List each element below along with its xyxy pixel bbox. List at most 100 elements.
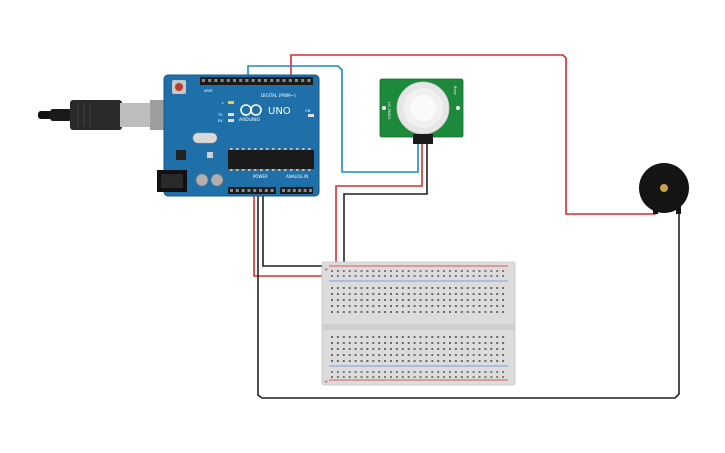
breadboard-hole <box>460 270 463 272</box>
breadboard-hole <box>502 311 505 313</box>
breadboard-hole <box>454 275 457 277</box>
breadboard-hole <box>437 299 440 301</box>
breadboard-hole <box>395 270 398 272</box>
breadboard-hole <box>496 342 499 344</box>
wire-red-5v[interactable] <box>253 190 331 277</box>
breadboard-hole <box>348 270 351 272</box>
crystal <box>192 132 218 144</box>
breadboard-hole <box>484 270 487 272</box>
breadboard-hole <box>366 354 369 356</box>
breadboard-hole <box>431 275 434 277</box>
breadboard-hole <box>425 275 428 277</box>
wire-black-pir-gnd[interactable] <box>343 144 428 270</box>
breadboard-hole <box>395 311 398 313</box>
breadboard-hole <box>390 376 392 378</box>
breadboard-hole <box>378 336 381 338</box>
breadboard-hole <box>466 311 469 313</box>
breadboard-hole <box>437 270 440 272</box>
breadboard-hole <box>431 299 434 301</box>
breadboard-hole <box>449 305 451 307</box>
wire-red-pir-vcc[interactable] <box>335 144 423 268</box>
breadboard-hole <box>449 354 451 356</box>
breadboard-hole <box>478 287 481 289</box>
header-pin <box>276 79 280 82</box>
breadboard-hole <box>354 360 357 362</box>
breadboard-hole <box>490 270 493 272</box>
breadboard-hole <box>366 270 369 272</box>
header-pin <box>309 189 312 192</box>
breadboard-hole <box>443 293 446 295</box>
buzzer[interactable] <box>639 163 689 214</box>
breadboard-hole <box>348 336 351 338</box>
breadboard-hole <box>384 293 387 295</box>
breadboard-hole <box>425 299 428 301</box>
pir-sensor[interactable]: HC-SR501 Body <box>379 78 464 144</box>
breadboard-hole <box>496 371 499 373</box>
breadboard-hole <box>342 287 345 289</box>
breadboard-hole <box>460 360 463 362</box>
breadboard-hole <box>466 348 469 350</box>
breadboard-hole <box>407 270 410 272</box>
breadboard-hole <box>496 287 499 289</box>
breadboard-hole <box>342 354 345 356</box>
breadboard-hole <box>460 287 463 289</box>
breadboard-hole <box>419 342 422 344</box>
breadboard-hole <box>342 371 345 373</box>
breadboard-hole <box>378 348 381 350</box>
header-pin <box>257 79 261 82</box>
breadboard-hole <box>443 354 446 356</box>
breadboard-hole <box>413 293 416 295</box>
breadboard-hole <box>342 311 345 313</box>
header-pin <box>247 189 251 192</box>
breadboard-hole <box>478 348 481 350</box>
arduino-on-label: ON <box>305 109 311 113</box>
breadboard-hole <box>395 287 398 289</box>
breadboard-hole <box>407 360 410 362</box>
breadboard-hole <box>419 311 422 313</box>
breadboard-hole <box>354 371 357 373</box>
breadboard-hole <box>354 376 357 378</box>
breadboard-hole <box>472 311 475 313</box>
breadboard-hole <box>354 354 357 356</box>
breadboard-hole <box>431 293 434 295</box>
breadboard-hole <box>336 371 339 373</box>
breadboard-hole <box>425 360 428 362</box>
breadboard-hole <box>478 371 481 373</box>
breadboard[interactable]: + + <box>321 261 516 386</box>
breadboard-hole <box>449 371 451 373</box>
wire-red-buzzer[interactable] <box>290 54 657 215</box>
breadboard-hole <box>472 336 475 338</box>
wire-black-buzzer[interactable] <box>257 190 680 399</box>
chip-pin <box>248 169 251 171</box>
breadboard-hole <box>336 376 339 378</box>
breadboard-hole <box>484 376 487 378</box>
breadboard-hole <box>449 299 451 301</box>
breadboard-hole <box>449 360 451 362</box>
chip-pin <box>254 169 257 171</box>
breadboard-hole <box>460 376 463 378</box>
arduino-board[interactable]: AREF DIGITAL (PWM~) ARDUINO UNO L TX RX … <box>157 74 320 197</box>
breadboard-hole <box>354 293 357 295</box>
breadboard-hole <box>348 376 351 378</box>
wire-black-gnd[interactable] <box>262 190 334 267</box>
chip-pin <box>284 169 287 171</box>
header-pin <box>251 79 255 82</box>
breadboard-hole <box>366 348 369 350</box>
breadboard-hole <box>348 360 351 362</box>
breadboard-hole <box>454 360 457 362</box>
breadboard-hole <box>384 270 387 272</box>
breadboard-hole <box>407 311 410 313</box>
breadboard-hole <box>366 376 369 378</box>
breadboard-hole <box>431 270 434 272</box>
header-pin <box>301 79 305 82</box>
wire-blue-pir-signal[interactable] <box>247 65 419 173</box>
breadboard-hole <box>366 305 369 307</box>
breadboard-hole <box>360 354 363 356</box>
breadboard-hole <box>407 342 410 344</box>
breadboard-hole <box>502 287 505 289</box>
breadboard-hole <box>413 299 416 301</box>
breadboard-hole <box>502 376 505 378</box>
breadboard-hole <box>437 360 440 362</box>
header-pin <box>226 79 230 82</box>
breadboard-hole <box>454 342 457 344</box>
